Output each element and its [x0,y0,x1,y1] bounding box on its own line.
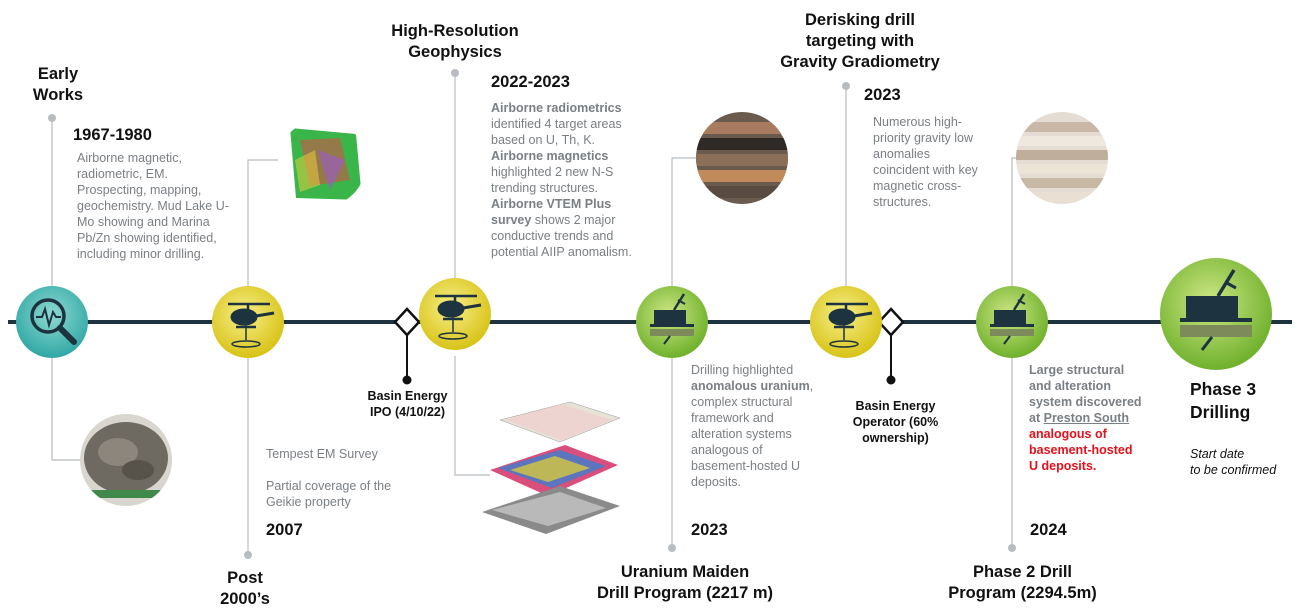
survey-layers-image [482,401,621,534]
magnetic-map-image [278,119,366,207]
geophysics-year: 2022-2023 [491,73,570,91]
gravity-year: 2023 [864,86,901,104]
early-works-title: Early Works [32,65,84,104]
rock-sample-image [80,414,172,506]
geophysics-title: High-Resolution Geophysics [391,22,519,61]
uranium-maiden-year: 2023 [691,521,728,539]
phase2-description: Large structural and alteration system d… [1029,363,1142,473]
helicopter-icon [810,286,882,358]
gravity-description: Numerous high-priority gravity low anoma… [873,115,978,209]
drill-rig-icon [976,286,1048,358]
phase3-title: Phase 3 Drilling [1190,379,1257,422]
post-2000s-year: 2007 [266,521,303,539]
phase2-title: Phase 2 Drill Program (2294.5m) [948,563,1097,602]
phase3-note: Start date to be confirmed [1190,447,1277,477]
magnifier-pulse-icon [16,286,88,358]
post-2000s-survey: Tempest EM Survey [266,447,378,461]
helicopter-icon [419,278,491,350]
drill-core-image [1016,112,1108,204]
post-2000s-coverage: Partial coverage of the Geikie property [266,479,392,509]
ipo-label: Basin Energy IPO (4/10/22) [367,389,448,419]
drill-core-image [696,112,788,204]
gravity-title: Derisking drill targeting with Gravity G… [780,11,940,71]
drill-rig-icon [1160,258,1272,370]
helicopter-icon [212,286,284,358]
uranium-maiden-description: Drilling highlighted anomalous uranium, … [691,363,814,489]
diamond-marker-icon [393,307,905,337]
geophysics-description: Airborne radiometrics identified 4 targe… [491,101,632,259]
phase2-year: 2024 [1030,521,1067,539]
early-works-year: 1967-1980 [73,126,152,144]
early-works-description: Airborne magnetic, radiometric, EM. Pros… [77,151,229,261]
post-2000s-title: Post 2000’s [220,569,270,608]
uranium-maiden-title: Uranium Maiden Drill Program (2217 m) [596,563,774,602]
drill-rig-icon [636,286,708,358]
operator-label: Basin Energy Operator (60% ownership) [852,399,939,445]
